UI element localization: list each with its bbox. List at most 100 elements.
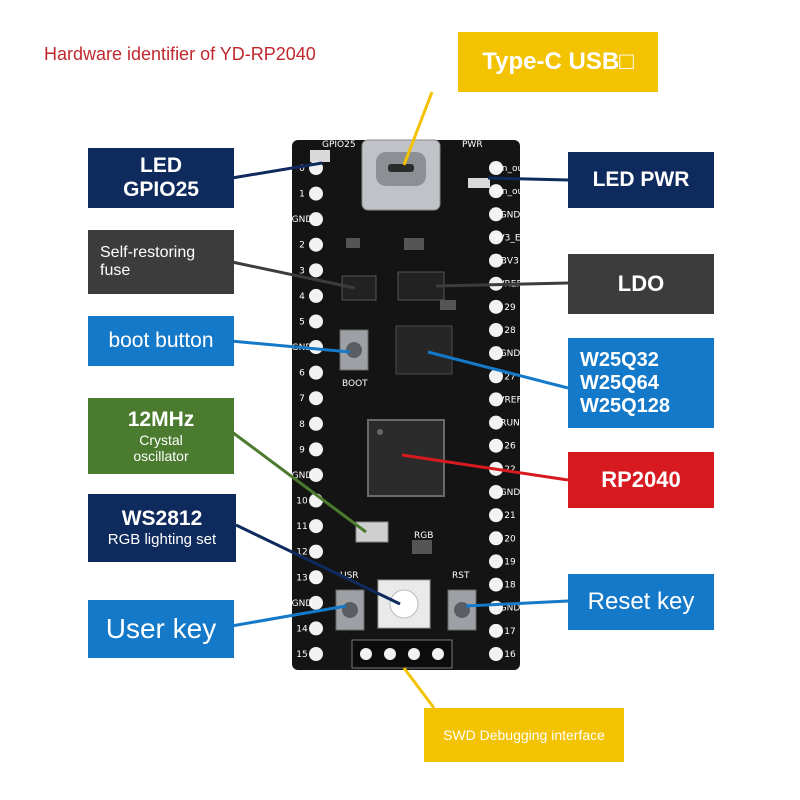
usb-c-tongue (388, 164, 414, 172)
label-rp2040-text: RP2040 (601, 467, 681, 493)
crystal-part (355, 521, 389, 543)
header-pin (489, 299, 503, 314)
silk-boot: BOOT (342, 379, 368, 389)
label-flash: W25Q32 W25Q64 W25Q128 (568, 338, 714, 428)
pin-label: GND (500, 488, 521, 498)
label-ws2812-line1: WS2812 (121, 507, 203, 531)
pin-label: 20 (504, 534, 516, 544)
label-flash-line3: W25Q128 (580, 394, 671, 417)
silk-rst: RST (452, 571, 470, 581)
flash-chip (395, 325, 453, 375)
header-pin (309, 237, 323, 252)
header-pin (309, 467, 323, 482)
header-pin (489, 623, 503, 638)
rgb-small-part (412, 540, 432, 554)
pin-label: 14 (296, 624, 308, 634)
header-pin (489, 230, 503, 245)
passive-part (404, 238, 424, 250)
passive-part (346, 238, 360, 248)
pin-label: 3 (299, 266, 305, 276)
pin-label: 3V3_EN (493, 233, 528, 243)
header-pin (489, 647, 503, 661)
pin-label: 18 (504, 581, 516, 591)
passive-part (440, 300, 456, 310)
header-pin (309, 212, 323, 227)
label-ws2812: WS2812 RGB lighting set (88, 494, 236, 562)
silk-rgb: RGB (414, 531, 433, 541)
line-flash (427, 350, 569, 390)
line-type-c (402, 91, 434, 166)
line-boot (219, 338, 351, 354)
pin-label: GND (292, 215, 313, 225)
silk-usr: USR (340, 571, 359, 581)
pin-label: 1 (299, 190, 305, 200)
label-type-c-text: Type-C USB□ (482, 48, 634, 76)
pin-label: 2 (299, 241, 305, 251)
header-pin (309, 621, 323, 636)
label-ldo: LDO (568, 254, 714, 314)
header-pin (489, 554, 503, 569)
pin-label: 17 (504, 627, 515, 637)
pin-label: 12 (296, 548, 307, 558)
header-pin (309, 595, 323, 610)
header-pin (309, 314, 323, 329)
header-pin (309, 519, 323, 534)
pin-label: 0 (299, 164, 305, 174)
fuse-part (341, 275, 377, 301)
label-led-pwr: LED PWR (568, 152, 714, 208)
pin-label: 28 (504, 326, 516, 336)
pin-label: 7 (299, 394, 305, 404)
pin-label: 21 (504, 511, 515, 521)
label-led-gpio25-line2: GPIO25 (123, 178, 199, 201)
diagram-title: Hardware identifier of YD-RP2040 (44, 44, 316, 64)
header-pin (489, 508, 503, 523)
label-crystal-line1: 12MHz (127, 407, 195, 431)
pin-label: 11 (296, 522, 307, 532)
label-user-key-text: User key (105, 612, 217, 644)
pin-label: 5 (299, 317, 305, 327)
silk-pwr: PWR (462, 140, 483, 150)
label-led-gpio25-line1: LED (140, 153, 182, 177)
pin-label: Vin_out (493, 164, 527, 174)
reset-key-cap (454, 602, 470, 618)
header-pin (489, 207, 503, 222)
header-pin (489, 253, 503, 268)
header-pin (309, 186, 323, 201)
pin-label: 4 (299, 292, 305, 302)
label-swd: SWD Debugging interface (424, 708, 624, 762)
pin-label: Vin_out (493, 187, 527, 197)
header-pin (309, 442, 323, 457)
header-pin (309, 288, 323, 303)
line-led-gpio25 (231, 161, 323, 180)
header-pin (309, 391, 323, 406)
header-pin (309, 365, 323, 380)
header-pin (489, 346, 503, 361)
swd-pin (384, 648, 396, 660)
label-led-gpio25: LED GPIO25 (88, 148, 234, 208)
pin-label: 19 (504, 557, 516, 567)
header-pin (489, 161, 503, 175)
pin-label: 16 (504, 650, 516, 660)
header-pin (489, 531, 503, 546)
user-key-cap (342, 602, 358, 618)
pin-label: GND (292, 471, 313, 481)
header-pin (489, 184, 503, 199)
swd-pin (432, 648, 444, 660)
header-pin (309, 544, 323, 559)
label-swd-text: SWD Debugging interface (443, 726, 605, 743)
label-fuse-line2: fuse (100, 262, 131, 279)
label-fuse: Self-restoring fuse (88, 230, 234, 294)
header-pin (309, 416, 323, 431)
pin-label: 10 (296, 497, 308, 507)
line-fuse (231, 260, 356, 290)
header-pin (489, 577, 503, 592)
label-rp2040: RP2040 (568, 452, 714, 508)
silk-gpio25: GPIO25 (322, 140, 356, 150)
pin-label: 26 (504, 442, 516, 452)
header-pin (309, 647, 323, 661)
led-pwr-part (468, 178, 490, 188)
ws2812-lens (389, 589, 419, 619)
pin-label: 6 (299, 369, 305, 379)
swd-pin (360, 648, 372, 660)
header-pin (489, 415, 503, 430)
